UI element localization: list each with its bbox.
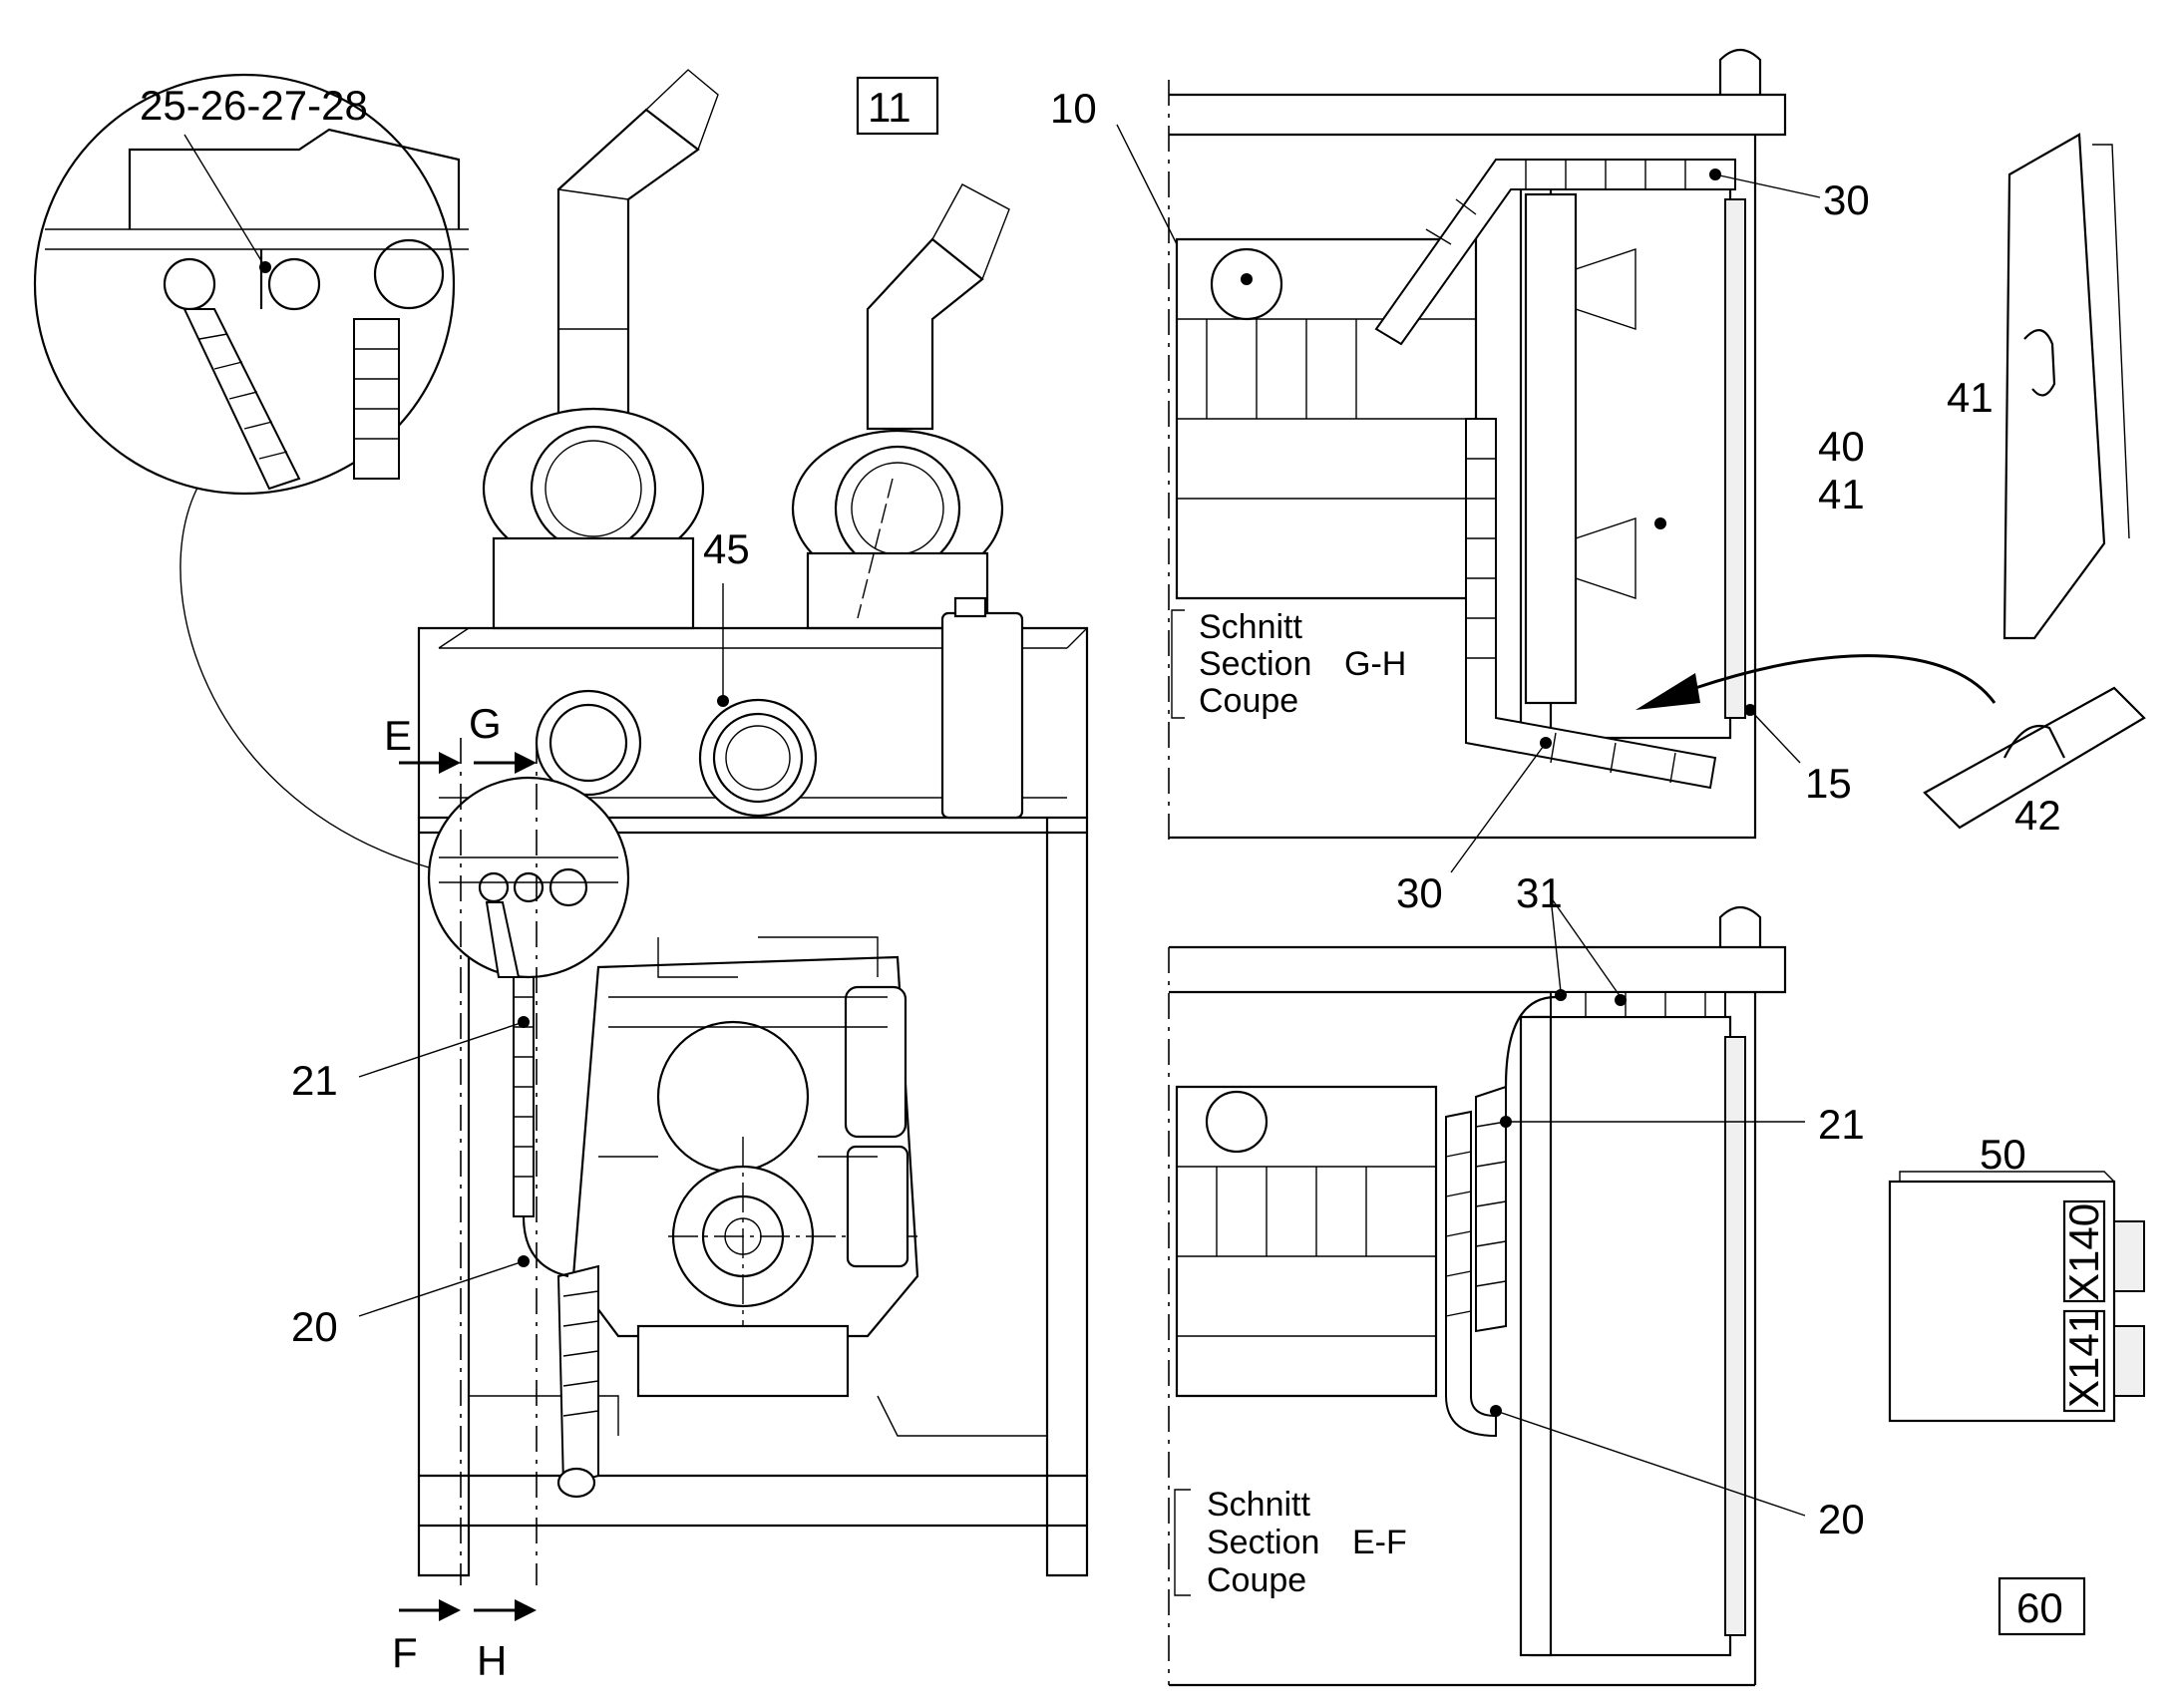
section-arrow-f: F [392, 1629, 418, 1676]
callout-45: 45 [703, 525, 750, 572]
section-gh-tag: G-H [1344, 645, 1406, 683]
section-gh-line3: Coupe [1199, 682, 1298, 720]
front-view [180, 69, 1089, 1621]
callout-42: 42 [2014, 792, 2061, 839]
section-ef-line3: Coupe [1207, 1561, 1306, 1599]
callout-40: 40 [1818, 423, 1865, 470]
section-gh-view [1168, 48, 1997, 848]
section-ef-view [1168, 905, 1787, 1687]
engine-front [571, 936, 919, 1398]
callout-41-right: 41 [1818, 471, 1865, 517]
section-ef-line1: Schnitt [1207, 1486, 1310, 1524]
section-ef-line2: Section [1207, 1524, 1319, 1561]
box-label-11: 11 [868, 84, 911, 131]
box-label-60: 60 [2016, 1584, 2063, 1631]
section-arrow-e: E [384, 712, 412, 759]
section-arrow-h: H [477, 1637, 507, 1684]
detail-callout-25-28: 25-26-27-28 [140, 82, 368, 129]
callout-20-left: 20 [291, 1303, 338, 1350]
callout-30-top: 30 [1823, 176, 1870, 223]
hose-21-section [1475, 1085, 1507, 1333]
leader-lines [358, 124, 1821, 1517]
hose-30-upper [1374, 159, 1736, 346]
callout-21-right: 21 [1818, 1101, 1865, 1148]
callout-20-right: 20 [1818, 1496, 1865, 1542]
hose-31 [1550, 991, 1726, 1018]
callout-21-left: 21 [291, 1057, 338, 1104]
section-gh-line2: Section [1199, 645, 1311, 683]
connector-label-x141: X141 [2060, 1310, 2107, 1408]
hose-21-front [513, 976, 535, 1217]
callout-10: 10 [1050, 85, 1097, 132]
section-arrow-g: G [469, 700, 502, 747]
cover-panel-41 [2002, 133, 2130, 640]
exhaust-pipe-left [482, 69, 719, 630]
mounting-plate-42 [1923, 686, 2146, 830]
callout-41-panel: 41 [1947, 374, 1994, 421]
exhaust-pipe-right [791, 183, 1010, 630]
hose-30-lower [1465, 418, 1717, 790]
callout-31: 31 [1516, 869, 1563, 916]
labels: 11 60 25-26-27-28 E G F H Schnitt Sectio… [140, 76, 2086, 1684]
flange-right [698, 698, 818, 818]
callout-15: 15 [1805, 760, 1852, 807]
flange-left [535, 689, 642, 797]
hose-20-section [1445, 1110, 1497, 1438]
callout-50: 50 [1980, 1131, 2026, 1178]
section-gh-line1: Schnitt [1199, 608, 1302, 646]
connector-label-x140: X140 [2060, 1203, 2107, 1301]
callout-30-bottom: 30 [1396, 869, 1443, 916]
control-box-50: X140 X141 [1888, 1171, 2145, 1423]
detail-view-hose-clamp [33, 73, 469, 496]
hose-20-front [556, 1264, 599, 1499]
section-ef-tag: E-F [1352, 1524, 1407, 1561]
